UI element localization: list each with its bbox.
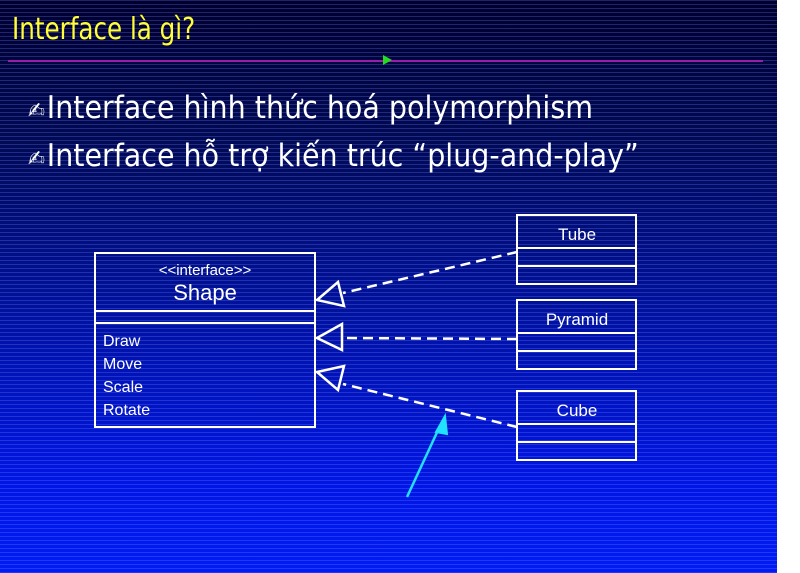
realization-line-cube bbox=[342, 382, 518, 429]
writing-hand-icon: ✍ bbox=[28, 147, 45, 172]
cyan-pointer-arrow-icon bbox=[405, 412, 449, 498]
class-name-cube: Cube bbox=[557, 401, 598, 420]
method-rotate: Rotate bbox=[103, 402, 150, 419]
triangle-marker-icon bbox=[383, 55, 392, 65]
hollow-triangle-arrowhead-icon bbox=[314, 364, 346, 393]
method-scale: Scale bbox=[103, 379, 143, 396]
bullet-item: ✍Interface hình thức hoá polymorphism bbox=[28, 90, 593, 126]
class-pyramid-box bbox=[516, 299, 637, 370]
uml-class-diagram: <<interface>> Shape Draw Move Scale Rota… bbox=[94, 214, 637, 498]
interface-shape-box bbox=[94, 252, 316, 428]
class-name-tube: Tube bbox=[558, 225, 596, 244]
interface-name: Shape bbox=[173, 280, 237, 305]
realization-line-pyramid bbox=[342, 336, 518, 341]
interface-stereotype: <<interface>> bbox=[159, 262, 252, 279]
method-draw: Draw bbox=[103, 333, 141, 350]
hollow-triangle-arrowhead-icon bbox=[314, 321, 344, 352]
bullet-item: ✍Interface hỗ trợ kiến trúc “plug-and-pl… bbox=[28, 138, 639, 174]
writing-hand-icon: ✍ bbox=[28, 99, 45, 124]
class-tube-box bbox=[516, 214, 637, 285]
class-cube-box bbox=[516, 390, 637, 461]
slide-title: Interface là gì? bbox=[12, 12, 196, 47]
bullet-text: Interface hỗ trợ kiến trúc “plug-and-pla… bbox=[46, 138, 639, 174]
slide: Interface là gì? ✍Interface hình thức ho… bbox=[0, 0, 777, 573]
realization-line-tube bbox=[342, 250, 518, 295]
class-name-pyramid: Pyramid bbox=[546, 310, 608, 329]
method-move: Move bbox=[103, 356, 142, 373]
bullet-text: Interface hình thức hoá polymorphism bbox=[46, 90, 593, 126]
hollow-triangle-arrowhead-icon bbox=[314, 279, 346, 308]
